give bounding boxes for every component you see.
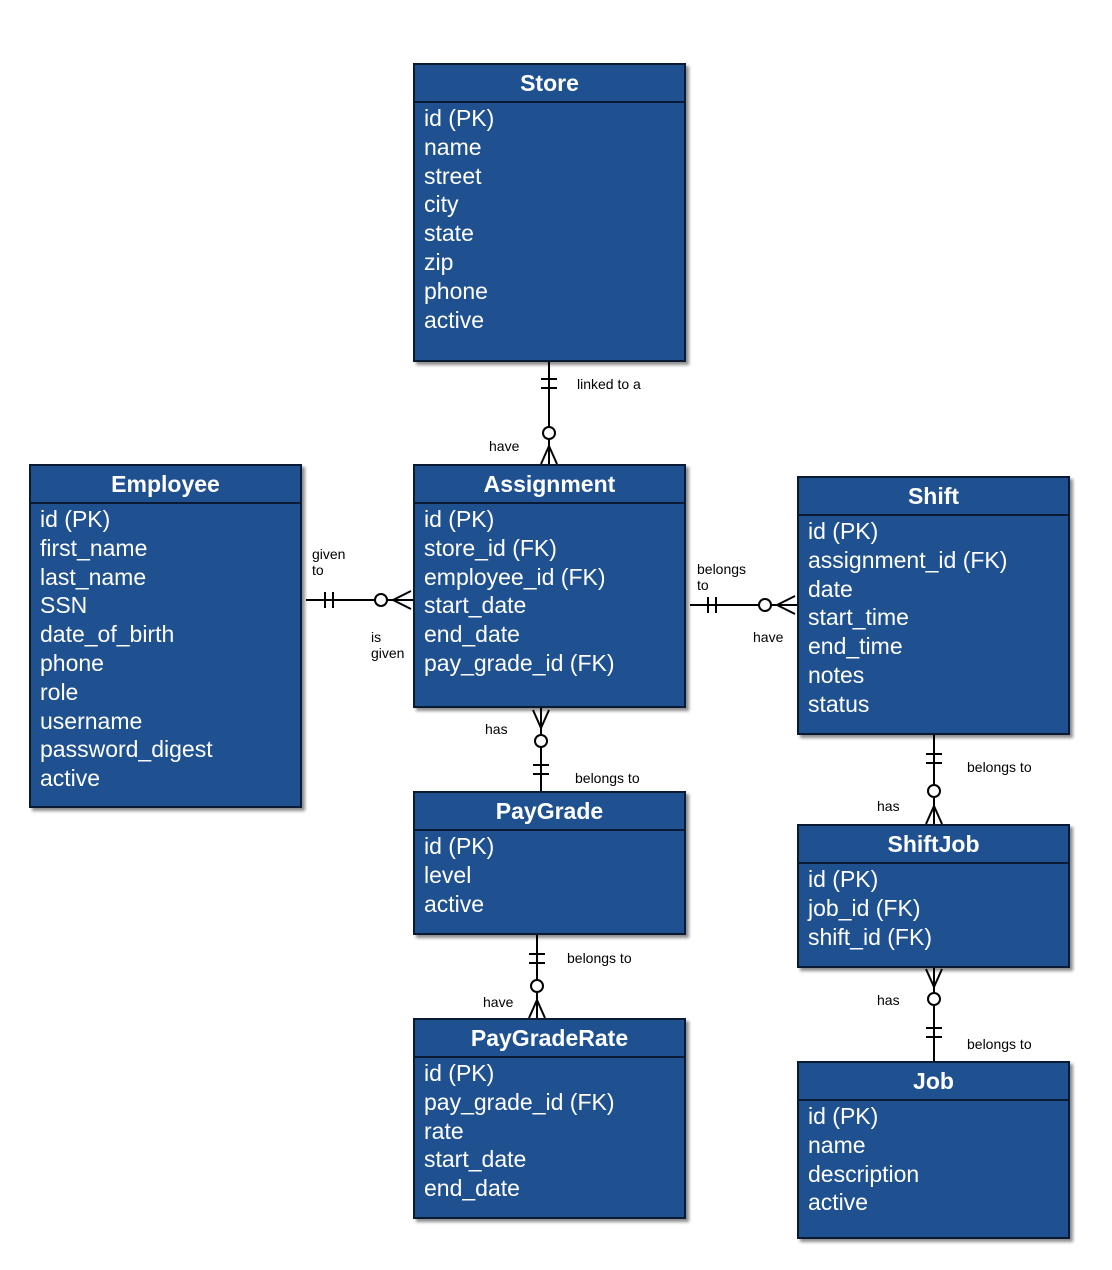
field-row: phone (424, 277, 488, 304)
field-row: SSN (40, 592, 88, 619)
field-row: role (40, 678, 79, 705)
entity-assignment[interactable]: Assignment id (PK) store_id (FK) employe… (413, 464, 686, 708)
entity-job[interactable]: Job id (PK) name description active (797, 1061, 1070, 1239)
field-row: name (808, 1131, 866, 1158)
label-belongs-to-assignment: belongs to (697, 561, 747, 593)
field-row: active (808, 1189, 869, 1216)
field-row: shift_id (FK) (808, 923, 932, 950)
label-shiftjob-has: has (877, 798, 900, 814)
field-row: id (PK) (808, 518, 879, 544)
field-row: date (808, 575, 853, 602)
entity-shift[interactable]: Shift id (PK) assignment_id (FK) date st… (797, 476, 1070, 735)
entity-store[interactable]: Store id (PK) name street city state zip… (413, 63, 686, 362)
field-row: pay_grade_id (FK) (424, 649, 615, 676)
entity-paygrade[interactable]: PayGrade id (PK) level active (413, 791, 686, 935)
field-row: date_of_birth (40, 621, 175, 648)
label-store-have: have (489, 438, 520, 454)
label-rate-have: have (483, 994, 514, 1010)
field-row: active (424, 890, 485, 917)
entity-title: Store (415, 65, 684, 103)
field-row: rate (424, 1117, 464, 1144)
field-row: username (40, 707, 143, 734)
label-given-to: given to (312, 546, 346, 578)
field-row: active (424, 306, 485, 333)
entity-shiftjob[interactable]: ShiftJob id (PK) job_id (FK) shift_id (F… (797, 824, 1070, 968)
entity-title: Shift (799, 478, 1068, 516)
field-row: last_name (40, 563, 147, 590)
field-row: name (424, 133, 482, 160)
field-row: active (40, 765, 101, 792)
field-list: id (PK) store_id (FK) employee_id (FK) s… (415, 504, 684, 678)
field-row: id (PK) (40, 506, 111, 532)
edge-paygrade-paygraderate (528, 935, 546, 1019)
edge-employee-assignment (306, 590, 413, 610)
edge-assignment-paygrade (532, 708, 550, 791)
field-row: password_digest (40, 736, 213, 763)
field-row: start_time (808, 604, 909, 631)
field-row: start_date (424, 592, 527, 619)
field-row: notes (808, 661, 865, 688)
entity-title: Employee (31, 466, 300, 504)
edge-shift-shiftjob (925, 735, 943, 825)
field-row: description (808, 1160, 920, 1187)
field-row: end_date (424, 621, 520, 648)
field-row: pay_grade_id (FK) (424, 1088, 615, 1115)
label-belongs-to-rate: belongs to (567, 950, 632, 966)
entity-title: ShiftJob (799, 826, 1068, 864)
edge-store-assignment (540, 362, 558, 465)
label-shift-have: have (753, 629, 784, 645)
entity-title: Job (799, 1063, 1068, 1101)
entity-title: PayGradeRate (415, 1020, 684, 1058)
entity-title: Assignment (415, 466, 684, 504)
field-list: id (PK) name street city state zip phone… (415, 103, 684, 334)
field-row: id (PK) (424, 1060, 495, 1086)
field-row: zip (424, 248, 454, 275)
field-row: start_date (424, 1146, 527, 1173)
field-row: end_time (808, 633, 903, 660)
field-row: id (PK) (424, 105, 495, 131)
field-row: id (PK) (424, 833, 495, 859)
field-list: id (PK) first_name last_name SSN date_of… (31, 504, 300, 793)
field-row: job_id (FK) (808, 894, 921, 921)
label-linked-to-a: linked to a (577, 376, 641, 392)
field-row: first_name (40, 534, 148, 561)
field-row: status (808, 690, 870, 717)
label-belongs-to-job: belongs to (967, 1036, 1032, 1052)
field-list: id (PK) assignment_id (FK) date start_ti… (799, 516, 1068, 719)
field-row: level (424, 861, 472, 888)
field-list: id (PK) name description active (799, 1101, 1068, 1217)
entity-title: PayGrade (415, 793, 684, 831)
field-row: id (PK) (808, 866, 879, 892)
entity-paygraderate[interactable]: PayGradeRate id (PK) pay_grade_id (FK) r… (413, 1018, 686, 1219)
field-list: id (PK) pay_grade_id (FK) rate start_dat… (415, 1058, 684, 1203)
field-row: street (424, 162, 482, 189)
label-belongs-to-paygrade: belongs to (575, 770, 640, 786)
label-belongs-to-shift: belongs to (967, 759, 1032, 775)
field-list: id (PK) level active (415, 831, 684, 918)
field-row: store_id (FK) (424, 534, 557, 561)
label-assignment-has: has (485, 721, 508, 737)
field-row: assignment_id (FK) (808, 546, 1008, 573)
field-row: end_date (424, 1175, 520, 1202)
field-row: state (424, 220, 474, 247)
entity-employee[interactable]: Employee id (PK) first_name last_name SS… (29, 464, 302, 808)
field-list: id (PK) job_id (FK) shift_id (FK) (799, 864, 1068, 951)
edge-shiftjob-job (925, 968, 943, 1061)
field-row: phone (40, 649, 104, 676)
field-row: id (PK) (808, 1103, 879, 1129)
field-row: employee_id (FK) (424, 563, 606, 590)
field-row: city (424, 191, 459, 218)
field-row: id (PK) (424, 506, 495, 532)
edge-assignment-shift (690, 595, 797, 615)
label-is-given: is given (371, 629, 405, 661)
label-job-has: has (877, 992, 900, 1008)
